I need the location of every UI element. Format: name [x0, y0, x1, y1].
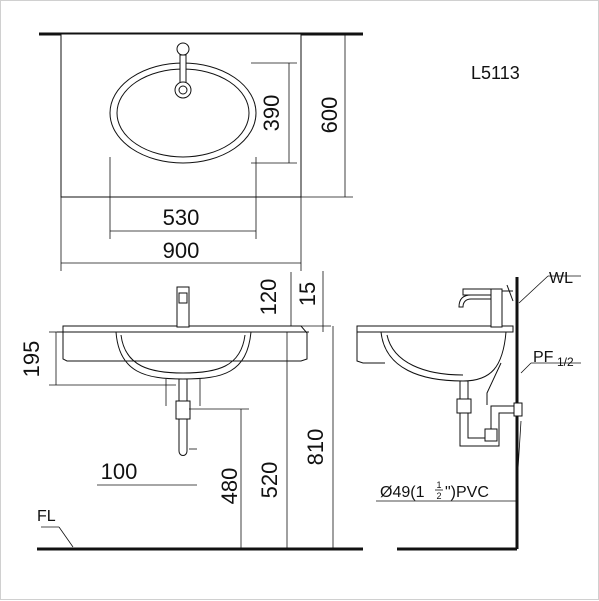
dim-120-label: 120	[256, 279, 281, 316]
front-bowl	[115, 331, 252, 380]
dim-520-label: 520	[257, 462, 282, 499]
pipe-label-suffix: ")PVC	[445, 484, 489, 501]
wall-label: WL	[549, 270, 573, 287]
dim-530-label: 530	[163, 205, 200, 230]
dim-480-label: 480	[217, 468, 242, 505]
supply-label: PF	[533, 349, 554, 366]
dim-900-label: 900	[163, 238, 200, 263]
side-countertop	[356, 325, 514, 333]
front-view: 100 195 120 15 480 520 810 FL	[19, 271, 363, 551]
floor-label: FL	[37, 508, 56, 525]
dim-100-label: 100	[101, 459, 138, 484]
faucet-front-icon	[176, 286, 190, 328]
dim-390-label: 390	[259, 95, 284, 132]
faucet-top-icon	[174, 42, 192, 99]
model-number: L5113	[471, 63, 520, 83]
side-view: WL PF 1/2 Ø49(1 1 2 ")PVC	[356, 270, 581, 551]
front-countertop	[62, 325, 308, 362]
wall-outlet	[513, 402, 523, 417]
pipe-frac-num: 1	[436, 480, 441, 490]
dim-195-label: 195	[19, 341, 44, 378]
pipe-frac-den: 2	[436, 491, 441, 501]
dim-600-label: 600	[317, 97, 342, 134]
top-view: 530 900 390 600 L5113	[39, 32, 520, 271]
front-trap	[178, 419, 188, 456]
supply-size: 1/2	[557, 355, 574, 369]
pipe-label-prefix: Ø49(1	[380, 484, 425, 501]
faucet-side-icon	[458, 284, 514, 328]
dim-15-label: 15	[295, 282, 320, 306]
dim-810-label: 810	[303, 429, 328, 466]
